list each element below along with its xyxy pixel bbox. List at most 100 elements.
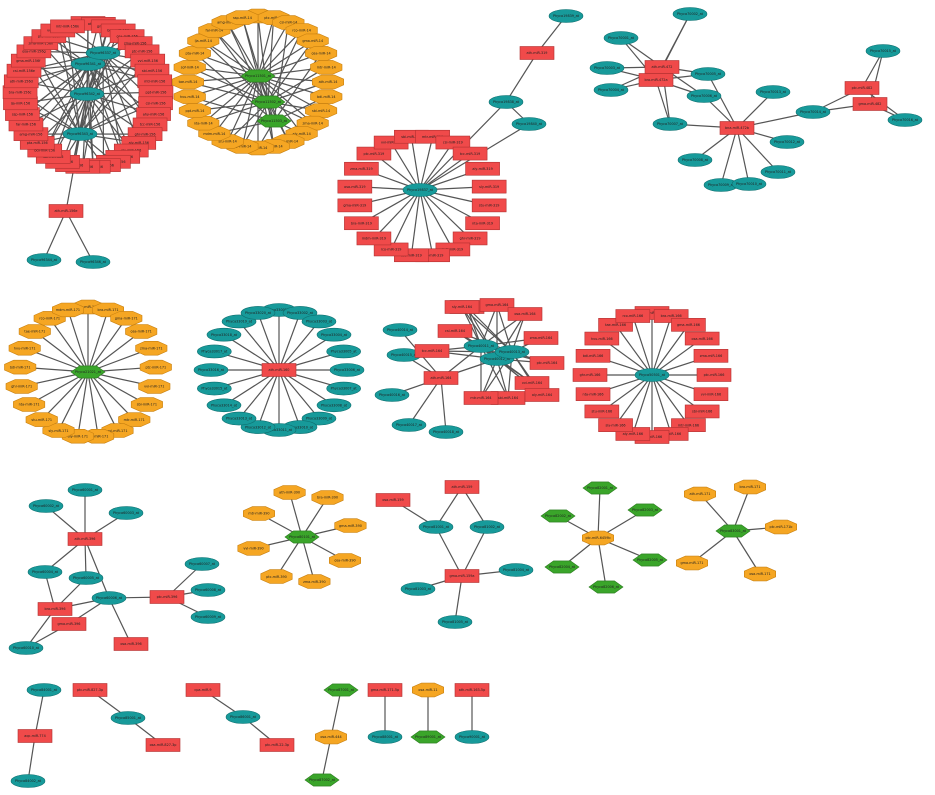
- node-c8m8[interactable]: sbi-miR-166: [684, 404, 720, 419]
- node-c7m10[interactable]: csi-miR-164: [437, 324, 473, 338]
- node-c13o3[interactable]: ptc-miR-171b: [764, 519, 798, 535]
- node-c13g[interactable]: Phyca83001_at: [715, 524, 751, 538]
- node-c7g3[interactable]: Phyca40013_at: [494, 345, 530, 359]
- node-c3m10[interactable]: tcc-miR-319: [452, 146, 488, 161]
- node-c6g18[interactable]: Phyca33018_at: [206, 327, 242, 342]
- node-c11g5[interactable]: Phyca81005_at: [437, 615, 473, 629]
- node-c5o14[interactable]: stu-miR-171: [25, 412, 58, 427]
- node-c13o4[interactable]: gma-miR-171: [675, 555, 709, 571]
- node-c2o23[interactable]: sof-miR-14: [173, 60, 206, 75]
- node-c6g5[interactable]: Phyca33005_at: [326, 344, 361, 359]
- node-c6g20[interactable]: Phyca33020_at: [240, 306, 276, 320]
- node-c5o9[interactable]: mtr-miR-171: [118, 412, 151, 427]
- node-g3[interactable]: Phyca96342_at: [69, 87, 105, 101]
- node-c6g6[interactable]: Phyca33006_at: [329, 363, 365, 377]
- node-c5o5[interactable]: zma-miR-171: [135, 340, 168, 356]
- node-c4g7[interactable]: Phyca70007_at: [652, 117, 688, 131]
- node-m10[interactable]: mtr-miR-156: [137, 74, 173, 89]
- node-c2o21[interactable]: hvu-miR-14: [173, 89, 206, 104]
- node-c4g12[interactable]: Phyca70012_at: [769, 135, 805, 149]
- node-c6g3[interactable]: Phyca33003_at: [301, 314, 337, 329]
- node-c3m20[interactable]: mdm-miR-319: [356, 231, 392, 246]
- node-c9g8[interactable]: Phyca60008_at: [190, 583, 226, 597]
- node-c2o6[interactable]: osa-miR-14: [305, 46, 338, 61]
- node-c4m2[interactable]: bra-miR-472a: [638, 73, 674, 87]
- node-c2g2[interactable]: Phyca11502_at: [250, 95, 286, 109]
- node-c9m5[interactable]: ptc-miR-396: [149, 590, 185, 604]
- node-c4m4[interactable]: ptc-miR-482: [844, 81, 880, 95]
- node-c3g4[interactable]: Phyca19840_at: [511, 117, 547, 131]
- node-c11g3[interactable]: Phyca81003_at: [400, 582, 436, 596]
- node-c3g3[interactable]: Phyca19839_at: [548, 9, 584, 23]
- node-c5o17[interactable]: bdi-miR-171: [4, 359, 37, 375]
- node-c12o[interactable]: ptc-miR-6459b: [581, 530, 615, 546]
- node-c4g14[interactable]: Phyca70014_at: [795, 105, 831, 119]
- node-m41[interactable]: ath-miR-156e: [48, 204, 84, 218]
- node-c6g15[interactable]: Phyca33015_at: [197, 381, 232, 396]
- node-c2o9[interactable]: bdi-miR-14: [310, 89, 343, 104]
- node-c5o7[interactable]: vvi-miR-171: [138, 379, 171, 394]
- node-c16m1[interactable]: cpa-miR-9: [185, 683, 221, 697]
- node-c5o15[interactable]: nta-miR-171: [13, 397, 46, 412]
- node-c17g1[interactable]: Phyca87001_at: [323, 683, 359, 697]
- node-c9m2[interactable]: bra-miR-396: [37, 602, 73, 616]
- node-c7m13[interactable]: sly-miR-164: [444, 300, 480, 314]
- node-c7m4[interactable]: osa-miR-164: [507, 307, 543, 321]
- node-c2o19[interactable]: nta-miR-14: [187, 115, 220, 131]
- node-c8m20[interactable]: rco-miR-166: [615, 309, 651, 323]
- node-c7m1[interactable]: ath-miR-164: [423, 371, 459, 385]
- node-c9g1[interactable]: Phyca60001_at: [67, 483, 103, 497]
- node-c9g7[interactable]: Phyca60007_at: [184, 557, 220, 571]
- node-c5o13[interactable]: sly-miR-171: [42, 423, 75, 438]
- node-c6g17[interactable]: Phyca33017_at: [197, 344, 232, 359]
- node-g2[interactable]: Phyca96337_at: [85, 46, 121, 60]
- node-c2o22[interactable]: tae-miR-14: [172, 74, 204, 90]
- node-c10o7[interactable]: vvi-miR-390: [237, 541, 270, 556]
- node-c4m1[interactable]: ath-miR-472: [644, 60, 680, 74]
- node-c3g2[interactable]: Phyca19838_at: [488, 95, 524, 109]
- node-c14g1[interactable]: Phyca84001_at: [26, 683, 62, 697]
- node-c2o8[interactable]: ath-miR-14: [311, 74, 345, 90]
- node-c11g1[interactable]: Phyca81001_at: [418, 520, 454, 534]
- node-c2g3[interactable]: Phyca11503_at: [256, 114, 292, 128]
- node-c6g14[interactable]: Phyca33014_at: [206, 398, 242, 413]
- node-c10o8[interactable]: mtr-miR-390: [243, 506, 276, 521]
- node-c2o5[interactable]: gma-miR-14: [296, 33, 329, 49]
- node-c13o2[interactable]: bra-miR-171: [733, 479, 767, 495]
- node-c8m16[interactable]: ghr-miR-166: [572, 368, 608, 382]
- node-c10o5[interactable]: zma-miR-390: [298, 574, 331, 589]
- node-c7g5[interactable]: Phyca40015_at: [386, 348, 422, 362]
- node-c8m3[interactable]: gma-miR-166: [671, 318, 706, 332]
- node-c7g1[interactable]: Phyca40011_at: [463, 339, 499, 353]
- node-c5o8[interactable]: sbi-miR-171: [130, 397, 163, 412]
- node-g6[interactable]: Phyca96346_at: [75, 255, 111, 269]
- node-c11m1[interactable]: ath-miR-159: [444, 480, 480, 494]
- node-c10g[interactable]: Phyca80101_at: [284, 530, 320, 544]
- node-c9g5[interactable]: Phyca60005_at: [68, 571, 104, 585]
- node-c9m3[interactable]: gma-miR-396: [51, 617, 87, 631]
- node-c3m3[interactable]: osa-miR-319: [337, 179, 373, 194]
- node-c4g4[interactable]: Phyca70004_at: [593, 83, 629, 97]
- node-c3m9[interactable]: csi-miR-319: [435, 135, 471, 150]
- node-c3g1[interactable]: Phyca19837_at: [402, 183, 438, 197]
- node-c9g4[interactable]: Phyca60004_at: [27, 565, 63, 579]
- node-c6g13[interactable]: Phyca33013_at: [221, 411, 257, 426]
- node-c14g2[interactable]: Phyca84002_at: [10, 774, 46, 788]
- node-c16m2[interactable]: ptc-miR-22-3p: [259, 738, 295, 752]
- node-c9g2[interactable]: Phyca60002_at: [28, 499, 64, 513]
- node-c14m[interactable]: aqc-miR-774: [17, 729, 53, 743]
- node-c5o6[interactable]: ptc-miR-171: [139, 359, 172, 375]
- node-c20m[interactable]: ath-miR-163-5p: [454, 683, 490, 697]
- node-c8m4[interactable]: osa-miR-166: [684, 331, 720, 346]
- node-c5o3[interactable]: gma-miR-171: [110, 311, 143, 326]
- node-c10o4[interactable]: osa-miR-390: [328, 553, 362, 568]
- node-c2o20[interactable]: ppt-miR-14: [178, 103, 211, 118]
- node-c5o18[interactable]: hvu-miR-171: [8, 340, 41, 356]
- node-c9g10[interactable]: Phyca60010_at: [8, 641, 44, 655]
- node-c7m9[interactable]: mtr-miR-164: [463, 391, 499, 405]
- node-c2o10[interactable]: sbi-miR-14: [305, 103, 338, 118]
- node-g1[interactable]: Phyca96341_at: [70, 57, 106, 71]
- node-c7g7[interactable]: Phyca40017_at: [391, 418, 427, 432]
- node-c5o21[interactable]: mdm-miR-171: [51, 302, 84, 318]
- node-c3m4[interactable]: zma-miR-319: [344, 161, 379, 176]
